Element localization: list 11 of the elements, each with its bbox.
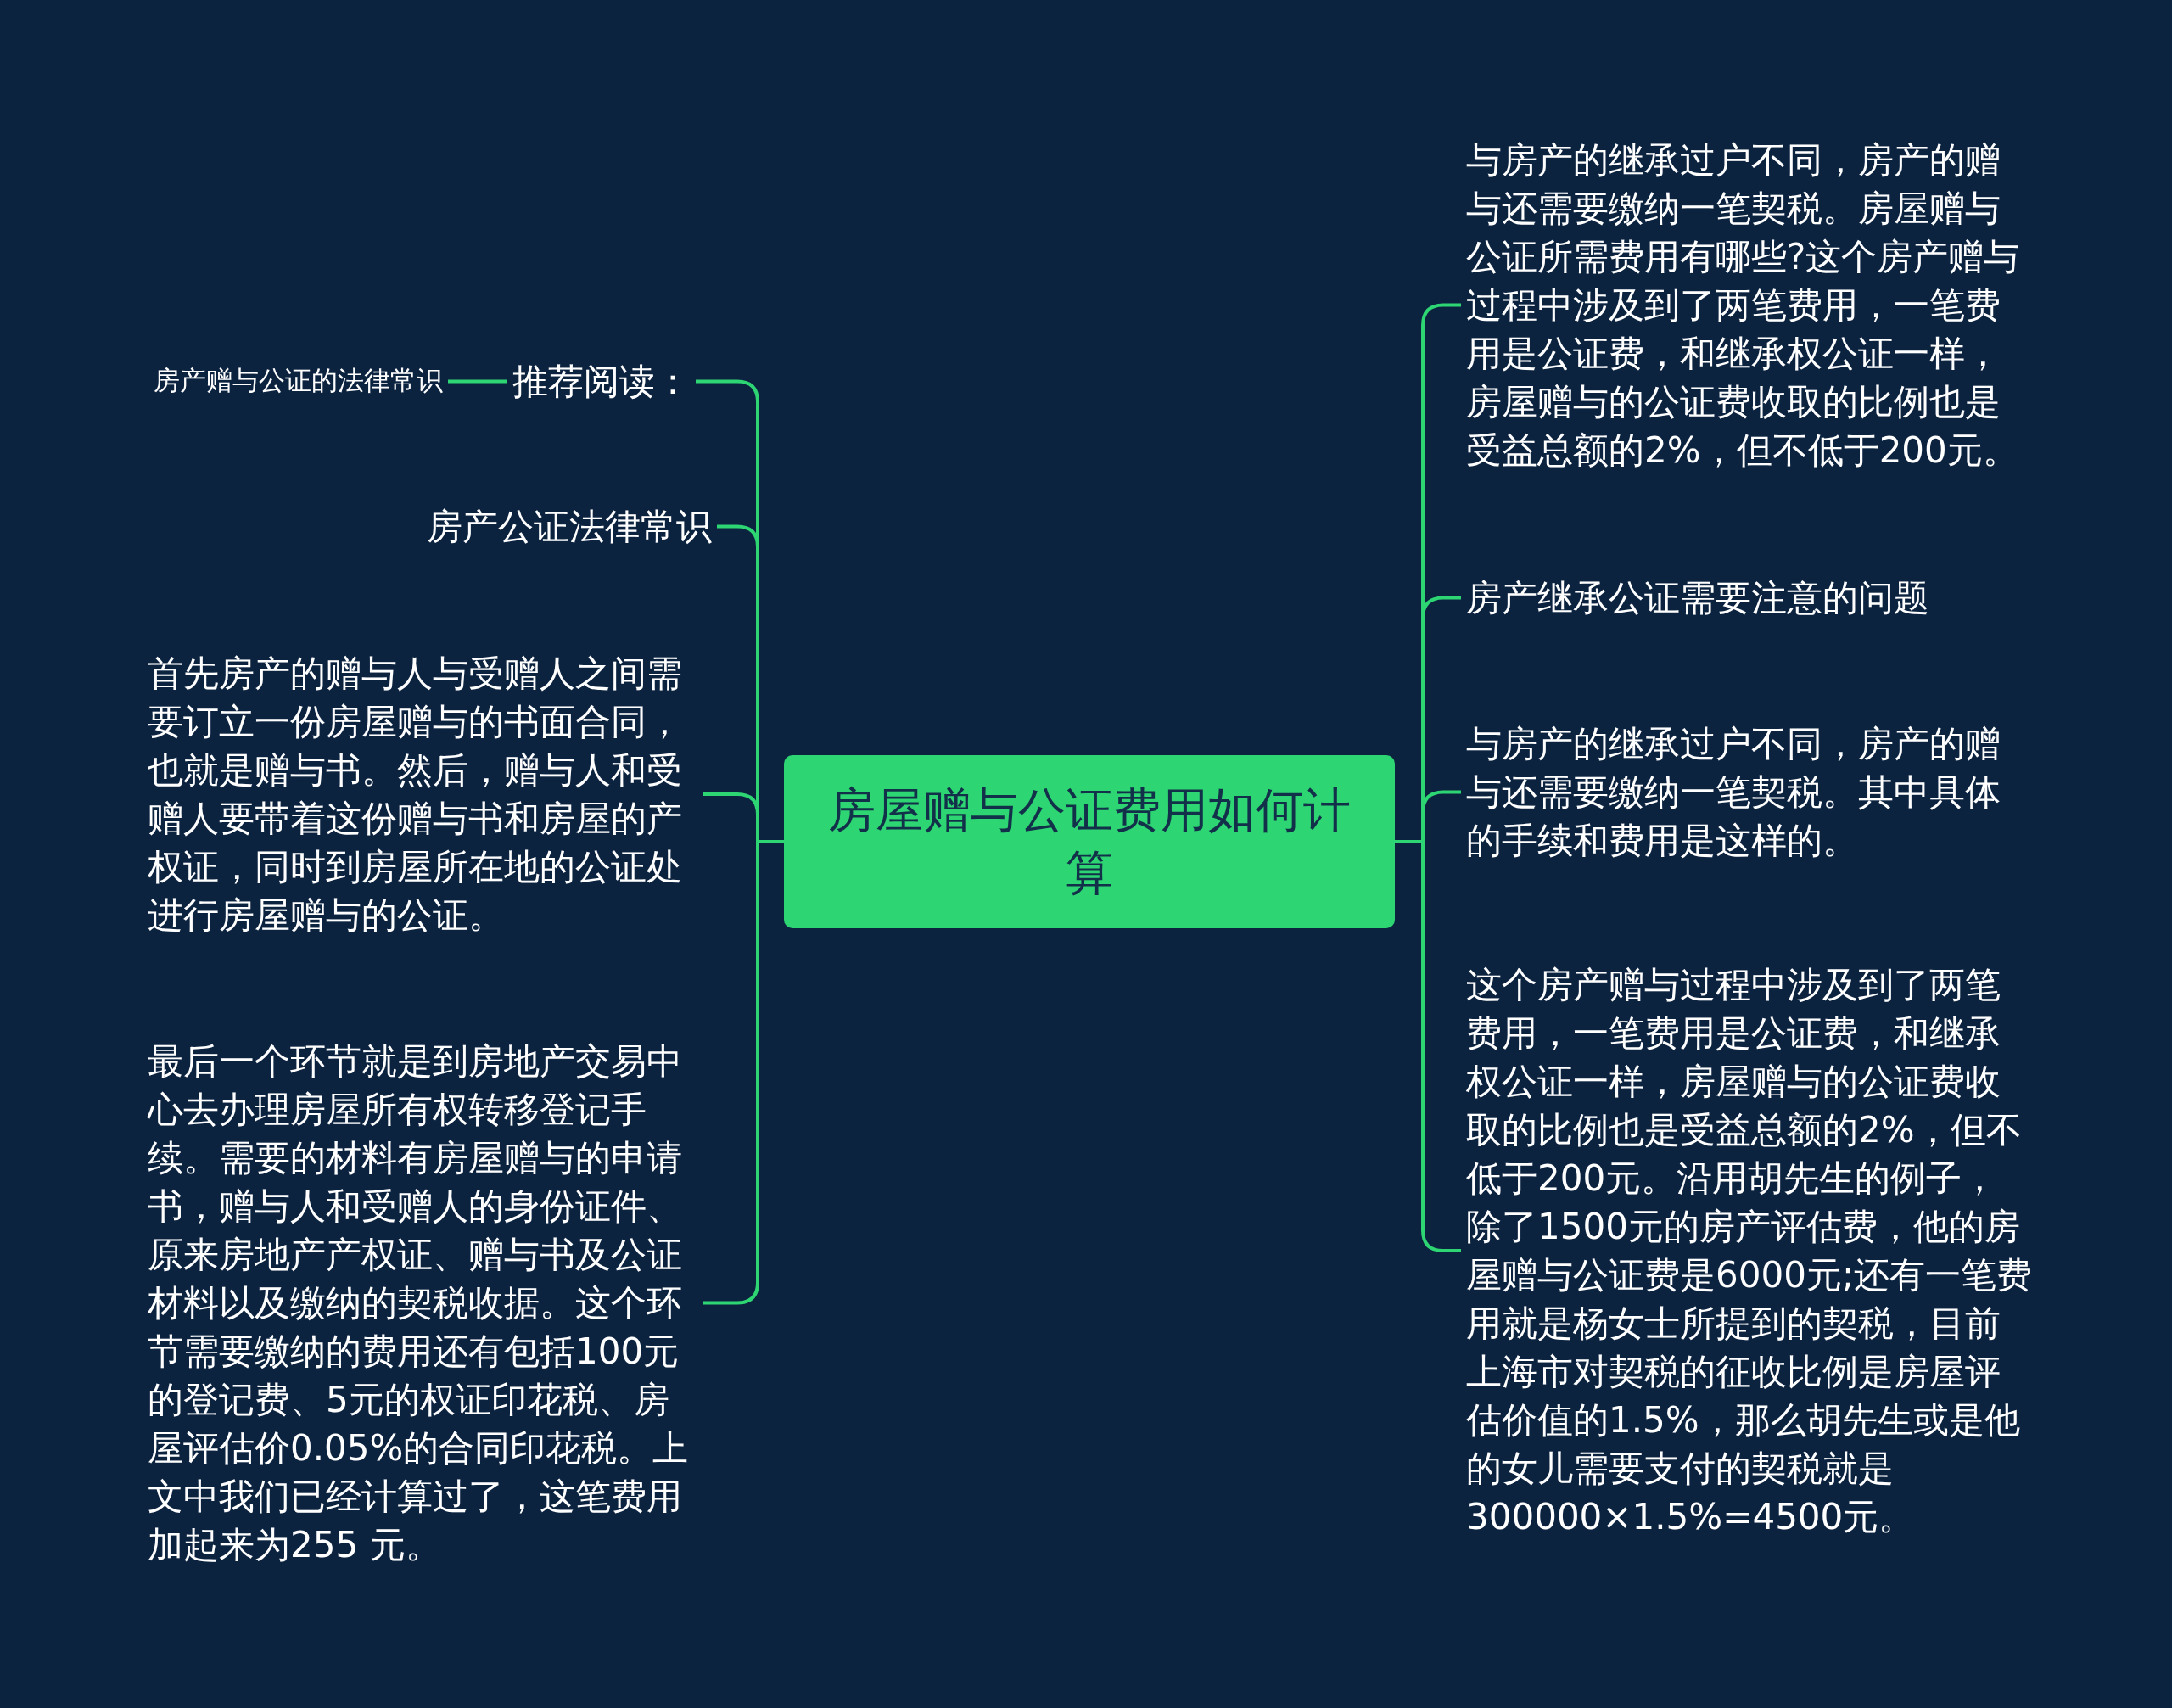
branch-label: 房产赠与公证的法律常识 bbox=[148, 362, 448, 399]
branch-text: 首先房产的赠与人与受赠人之间需要订立一份房屋赠与的书面合同，也就是赠与书。然后，赠与人和受赠人要带着这份赠与书和房屋的产权证，同时到房屋所在地的公证处进行房屋赠与的公证。 bbox=[143, 649, 703, 939]
branch-label: 房产公证法律常识 bbox=[422, 501, 717, 552]
branch-text: 这个房产赠与过程中涉及到了两笔费用，一笔费用是公证费，和继承权公证一样，房屋赠与的公证费收取的比例也是受益总额的2%，但不低于200元。沿用胡先生的例子，除了1500元的房产评估费，他的房屋赠与公证费是6000元;还有一笔费用就是杨女士所提到的契税，目前上海市对契税的征收比例是房屋评估价值的1.5%，那么胡先生或是他的女儿需要支付的契税就是300000×1.5%=4500元。 bbox=[1461, 960, 2038, 1541]
connector-line bbox=[448, 379, 507, 384]
branch-text: 最后一个环节就是到房地产交易中心去办理房屋所有权转移登记手续。需要的材料有房屋赠与的申请书，赠与人和受赠人的身份证件、原来房地产产权证、赠与书及公证材料以及缴纳的契税收据。这个环节需要缴纳的费用还有包括100元的登记费、5元的权证印花税、房屋评估价0.05%的合同印花税。上文中我们已经计算过了，这笔费用加起来为255 元。 bbox=[143, 1037, 703, 1569]
branch-text: 与房产的继承过户不同，房产的赠与还需要缴纳一笔契税。其中具体的手续和费用是这样的。 bbox=[1461, 720, 2038, 865]
branch-label: 推荐阅读： bbox=[507, 356, 696, 406]
branch-text: 与房产的继承过户不同，房产的赠与还需要缴纳一笔契税。房屋赠与公证所需费用有哪些?这个房产赠与过程中涉及到了两笔费用，一笔费用是公证费，和继承权公证一样，房屋赠与的公证费收取的比例也是受益总额的2%，但不低于200元。 bbox=[1461, 136, 2038, 474]
branch-label: 房产继承公证需要注意的问题 bbox=[1461, 574, 2038, 622]
topic-box: 房屋赠与公证费用如何计算 bbox=[784, 755, 1395, 928]
